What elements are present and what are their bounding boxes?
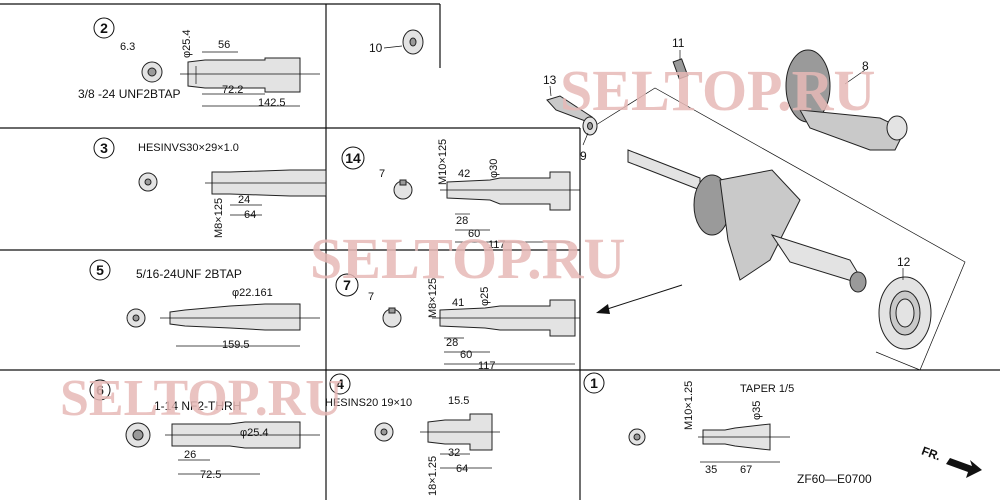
dimension-label: φ25.4 <box>240 427 269 439</box>
assembly-outline <box>595 87 966 371</box>
variant-5: 5 5/16-24UNF 2BTAP φ22.161 159.5 <box>89 259 320 351</box>
part-number: 13 <box>543 73 557 87</box>
variant-1: 1 M10×1.25 TAPER 1/5 φ35 35 67 <box>583 372 794 476</box>
dimension-label: φ30 <box>488 159 500 178</box>
dimension-label: 26 <box>184 449 196 461</box>
taper-spec: TAPER 1/5 <box>740 383 794 395</box>
key-width: 7 <box>368 291 374 303</box>
dimension-label: 64 <box>456 463 468 475</box>
thread-spec: M10×1.25 <box>683 381 695 430</box>
dimension-label: 67 <box>740 464 752 476</box>
crankshaft-pto-end <box>627 149 701 191</box>
dimension-label: 6.3 <box>120 41 135 53</box>
dimension-label: 72.5 <box>200 469 221 481</box>
crankshaft-assembly: 13 11 8 9 12 <box>543 36 966 371</box>
dimension-label: φ25 <box>479 287 491 306</box>
dimension-label: 117 <box>488 239 506 251</box>
dimension-label: φ22.161 <box>232 287 273 299</box>
spline-spec: HESINVS30×29×1.0 <box>138 142 239 154</box>
dimension-label: 60 <box>460 349 472 361</box>
variant-4: 4 HESINS20 19×10 15.5 18×1.25 32 64 <box>325 373 500 496</box>
shaft-side-view <box>187 57 301 93</box>
part-11-key <box>672 58 689 80</box>
spline-spec: HESINS20 19×10 <box>325 397 412 409</box>
variant-6: 6 1-14 NF2-THRH φ25.4 26 72.5 <box>89 379 320 481</box>
dimension-label: 72.2 <box>222 84 243 96</box>
variant-number: 3 <box>100 140 108 156</box>
dimension-label: 15.5 <box>448 395 469 407</box>
watermark: SELTOP.RU <box>560 58 875 123</box>
variant-number: 14 <box>345 150 361 166</box>
variant-number: 1 <box>590 375 598 391</box>
thread-spec: 5/16-24UNF 2BTAP <box>136 267 242 281</box>
crank-web <box>719 169 801 281</box>
section-frames <box>0 3 1000 500</box>
dimension-label: φ35 <box>751 401 763 420</box>
dimension-label: M8×125 <box>213 198 225 238</box>
front-indicator: FR. <box>920 444 982 478</box>
dimension-label: φ25.4 <box>181 29 193 58</box>
key-width: 7 <box>379 168 385 180</box>
variant-number-circle <box>93 17 115 39</box>
dimension-label: 117 <box>478 360 496 372</box>
part-8-balancer-shaft <box>799 109 906 151</box>
variant-number: 7 <box>343 277 351 293</box>
dimension-label: 42 <box>458 168 470 180</box>
part-number: 8 <box>862 59 869 73</box>
dimension-label: 64 <box>244 209 256 221</box>
arrow-head-icon <box>596 304 610 314</box>
dimension-label: 159.5 <box>222 339 250 351</box>
dimension-label: 28 <box>456 215 468 227</box>
watermark: SELTOP.RU <box>310 226 625 291</box>
variant-14: 14 7 M10×125 42 φ30 28 60 117 <box>341 139 580 251</box>
variant-number: 2 <box>100 20 108 36</box>
dimension-label: 35 <box>705 464 717 476</box>
variant-number: 5 <box>96 262 104 278</box>
part-10-washer: 10 <box>369 29 424 55</box>
dimension-label: 142.5 <box>258 97 286 109</box>
dimension-label: 56 <box>218 39 230 51</box>
variant-number: 6 <box>96 382 104 398</box>
thread-spec: M10×125 <box>437 139 449 185</box>
shaft-side-view <box>169 303 301 331</box>
watermark: SELTOP.RU <box>60 370 343 427</box>
dimension-label: 24 <box>238 194 250 206</box>
variant-3: 3 HESINVS30×29×1.0 M8×125 24 64 <box>93 137 327 238</box>
thread-spec: M8×125 <box>427 278 439 318</box>
watermark-layer: SELTOP.RU SELTOP.RU SELTOP.RU <box>60 58 875 427</box>
dimension-label: 60 <box>468 228 480 240</box>
thread-spec: 3/8 -24 UNF2BTAP <box>78 87 180 101</box>
dimension-label: 28 <box>446 337 458 349</box>
part-number: 9 <box>580 149 587 163</box>
dimension-label: 32 <box>448 447 460 459</box>
diagram-code: ZF60—E0700 <box>797 472 872 486</box>
variant-7: 7 7 M8×125 41 φ25 28 60 117 <box>335 273 580 372</box>
front-arrow-icon <box>946 458 982 478</box>
assembly-direction-arrow <box>597 284 683 313</box>
front-label: FR. <box>920 444 943 464</box>
dimension-label: 41 <box>452 297 464 309</box>
variant-number: 4 <box>336 376 344 392</box>
dimension-label: 18×1.25 <box>427 456 439 496</box>
part-number: 12 <box>897 255 911 269</box>
shaft-side-view <box>446 171 571 211</box>
variant-2: 2 6.3 φ25.4 56 72.2 142.5 3/8 -24 UNF2BT… <box>78 17 320 109</box>
part-number: 11 <box>672 36 685 50</box>
part-number: 10 <box>369 41 383 55</box>
thread-spec: 1-14 NF2-THRH <box>154 399 241 413</box>
